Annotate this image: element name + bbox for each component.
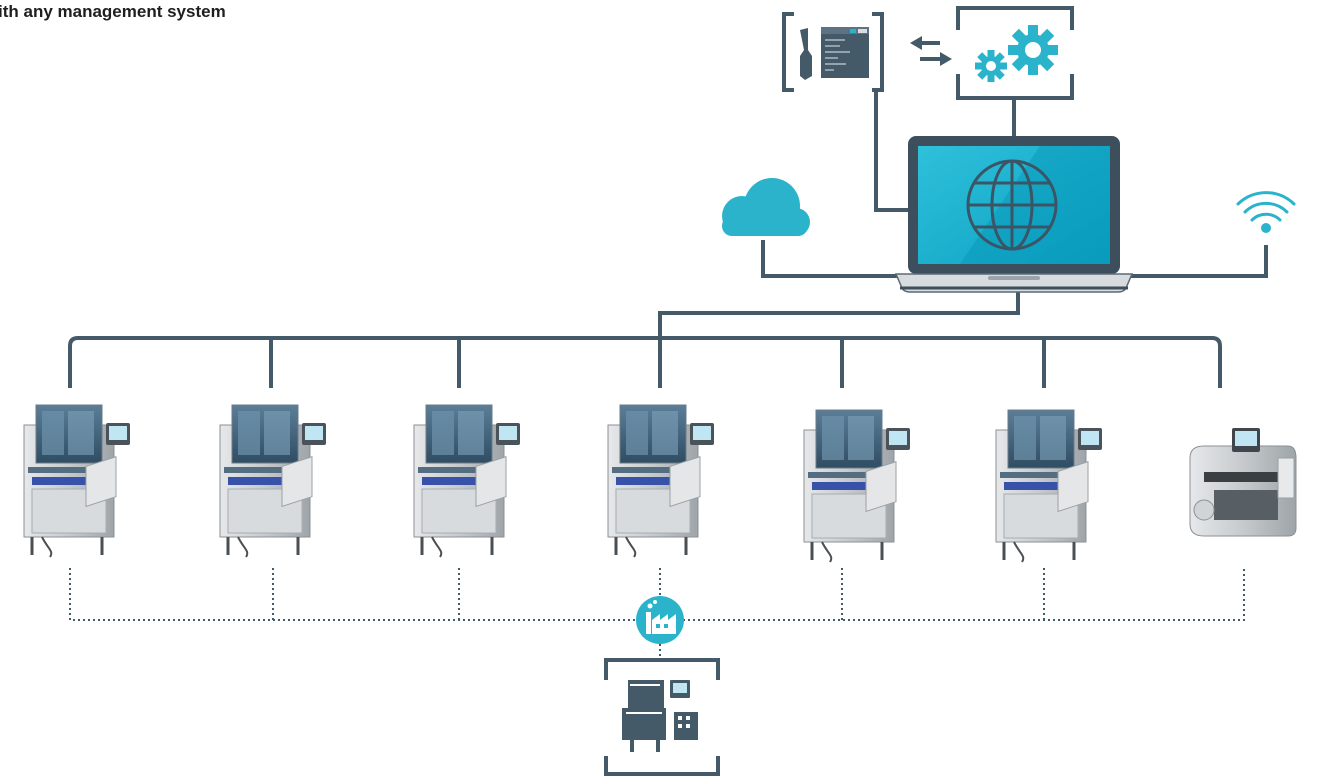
exchange-arrows-icon	[910, 36, 952, 66]
labeling-machine-2[interactable]	[218, 403, 328, 559]
labeling-machine-5[interactable]	[802, 408, 912, 564]
labeling-machine-3[interactable]	[412, 403, 522, 559]
laptop-globe-icon[interactable]	[894, 136, 1134, 293]
wifi-icon[interactable]	[1236, 191, 1296, 233]
gears-icon[interactable]	[956, 6, 1074, 100]
factory-icon[interactable]	[636, 596, 684, 644]
compact-weighing-machine[interactable]	[1189, 428, 1297, 537]
labeling-machine-6[interactable]	[994, 408, 1104, 564]
cloud-icon[interactable]	[722, 178, 810, 236]
globe-icon	[966, 159, 1058, 251]
labeling-machine-4[interactable]	[606, 403, 716, 559]
factory-machine-icon[interactable]	[604, 658, 720, 776]
local-network	[69, 568, 1245, 621]
labeling-machine-1[interactable]	[22, 403, 132, 559]
top-connectors	[658, 88, 1268, 336]
config-tool-icon[interactable]	[782, 12, 884, 92]
machine-bus	[68, 336, 1222, 388]
page-title: ith any management system	[0, 2, 226, 21]
